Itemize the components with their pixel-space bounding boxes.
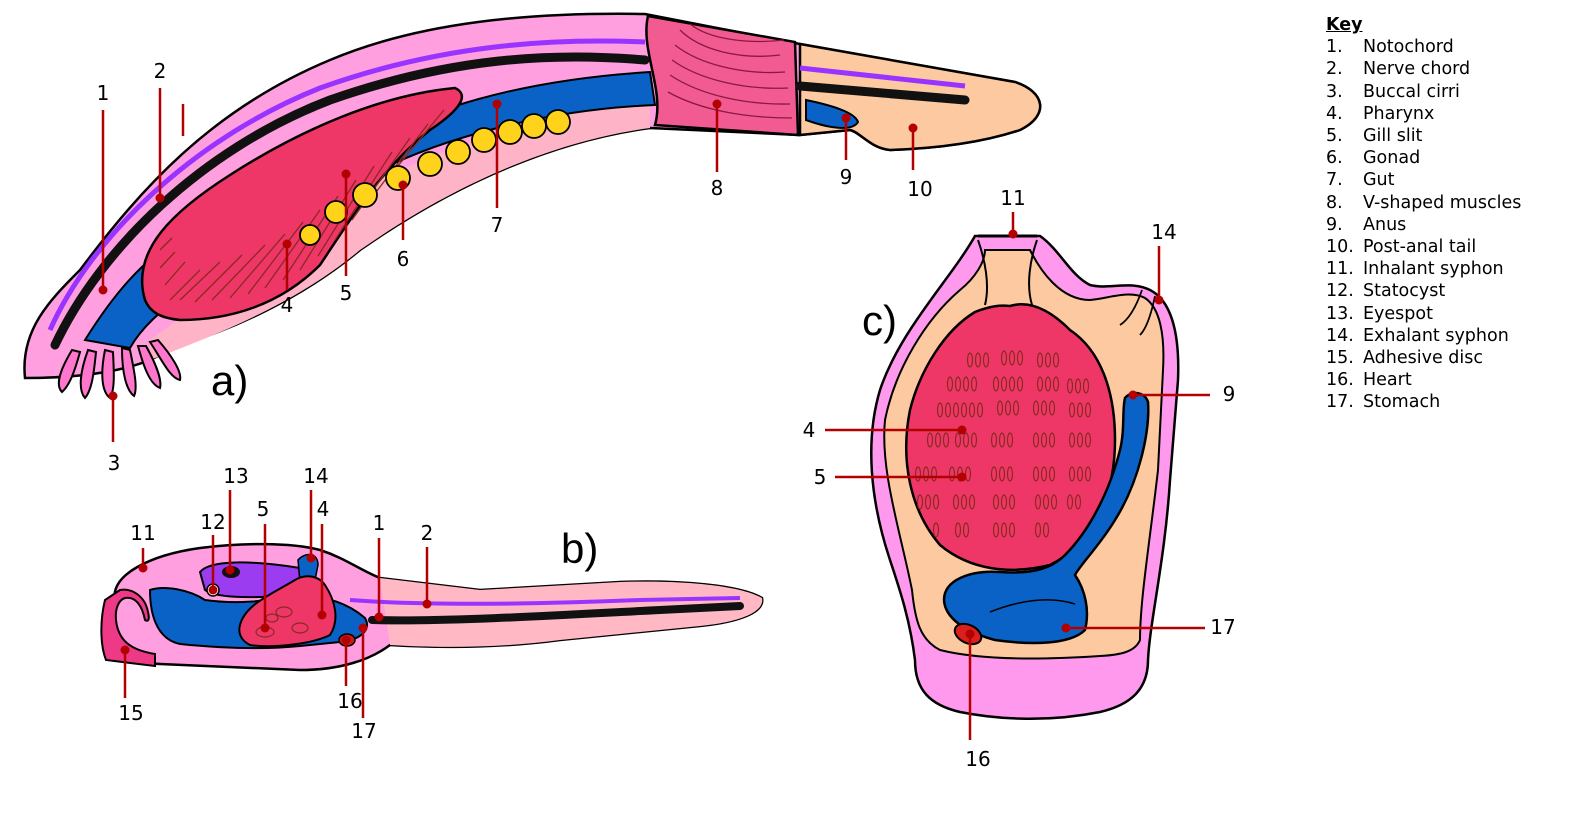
label-c-17: 17 <box>1210 615 1235 639</box>
key-label: Adhesive disc <box>1363 348 1484 369</box>
key-item: 9.Anus <box>1326 214 1407 235</box>
key-item: 17.Stomach <box>1326 392 1441 413</box>
labels-a: 1 2 3 4 5 6 7 8 9 10 <box>97 59 933 475</box>
label-b-14: 14 <box>303 464 328 488</box>
key-item: 14.Exhalant syphon <box>1326 325 1509 346</box>
key-item: 13.Eyespot <box>1326 303 1433 324</box>
gonads <box>299 109 571 246</box>
key-item: 3.Buccal cirri <box>1326 81 1460 102</box>
key-label: Inhalant syphon <box>1363 259 1504 280</box>
adhesive-disc <box>100 588 156 668</box>
leaders-c <box>825 212 1210 740</box>
label-b-15: 15 <box>118 701 143 725</box>
label-b-13: 13 <box>223 464 248 488</box>
key-item: 2.Nerve chord <box>1326 59 1471 80</box>
label-b-1: 1 <box>373 511 386 535</box>
label-b-5: 5 <box>257 497 270 521</box>
key-legend: Key 1.Notochord 2.Nerve chord 3.Buccal c… <box>1326 14 1521 414</box>
label-a-2: 2 <box>154 59 167 83</box>
buccal-cirri <box>57 338 182 400</box>
key-label: Notochord <box>1363 37 1454 58</box>
larva-nerve-chord <box>349 596 741 606</box>
label-a-8: 8 <box>711 176 724 200</box>
key-item: 1.Notochord <box>1326 37 1454 58</box>
key-label: Pharynx <box>1363 103 1435 124</box>
sea-squirt-illustration <box>870 234 1180 720</box>
key-label: Buccal cirri <box>1363 81 1460 102</box>
key-label: Statocyst <box>1363 281 1446 302</box>
key-label: Anus <box>1363 214 1407 235</box>
key-label: Post-anal tail <box>1363 237 1477 258</box>
key-label: Heart <box>1363 370 1412 391</box>
label-a-1: 1 <box>97 81 110 105</box>
label-b-17: 17 <box>351 719 376 743</box>
key-item: 8.V-shaped muscles <box>1326 192 1522 213</box>
v-shaped-muscles <box>645 14 800 137</box>
notochord <box>50 52 650 350</box>
label-c-5: 5 <box>814 465 827 489</box>
label-b-4: 4 <box>317 497 330 521</box>
label-a-7: 7 <box>491 213 504 237</box>
key-item: 12.Statocyst <box>1326 281 1446 302</box>
leaders-a <box>98 88 918 442</box>
label-b-16: 16 <box>337 689 362 713</box>
panel-label-b: b) <box>561 525 598 572</box>
label-c-9: 9 <box>1223 382 1236 406</box>
key-label: Exhalant syphon <box>1363 325 1509 346</box>
key-label: Gill slit <box>1363 126 1423 147</box>
leaders-b <box>120 490 432 718</box>
label-c-11: 11 <box>1000 186 1025 210</box>
sea-squirt-gill-slits <box>914 350 1092 538</box>
labels-c: 11 14 9 4 5 17 16 <box>803 186 1236 771</box>
key-label: Gonad <box>1363 148 1421 169</box>
key-item: 5.Gill slit <box>1326 126 1423 147</box>
label-a-5: 5 <box>340 281 353 305</box>
key-label: Gut <box>1363 170 1395 191</box>
label-a-6: 6 <box>397 247 410 271</box>
label-a-4: 4 <box>281 293 294 317</box>
labels-b: 11 12 13 5 14 4 1 2 15 16 17 <box>118 464 433 743</box>
label-b-11: 11 <box>130 521 155 545</box>
label-c-4: 4 <box>803 418 816 442</box>
key-title: Key <box>1326 15 1363 35</box>
key-item: 15.Adhesive disc <box>1326 348 1484 369</box>
panel-label-c: c) <box>862 297 897 344</box>
larva-notochord <box>368 602 744 625</box>
sea-squirt-gut <box>942 391 1150 645</box>
key-item: 7.Gut <box>1326 170 1395 191</box>
label-c-14: 14 <box>1151 220 1176 244</box>
lancelet-illustration <box>23 12 1042 400</box>
key-label: V-shaped muscles <box>1363 192 1522 213</box>
label-b-2: 2 <box>421 521 434 545</box>
key-item: 16.Heart <box>1326 370 1412 391</box>
key-label: Stomach <box>1363 392 1441 413</box>
panel-label-a: a) <box>211 357 248 404</box>
key-item: 11.Inhalant syphon <box>1326 259 1504 280</box>
key-item: 4.Pharynx <box>1326 103 1435 124</box>
label-a-9: 9 <box>840 165 853 189</box>
label-c-16: 16 <box>965 747 990 771</box>
tadpole-larva-illustration <box>100 542 764 672</box>
label-b-12: 12 <box>200 510 225 534</box>
key-label: Eyespot <box>1363 303 1433 324</box>
label-a-10: 10 <box>907 177 932 201</box>
label-a-3: 3 <box>108 451 121 475</box>
key-label: Nerve chord <box>1363 59 1471 80</box>
key-item: 10.Post-anal tail <box>1326 237 1477 258</box>
key-item: 6.Gonad <box>1326 148 1421 169</box>
pharynx <box>140 86 464 322</box>
